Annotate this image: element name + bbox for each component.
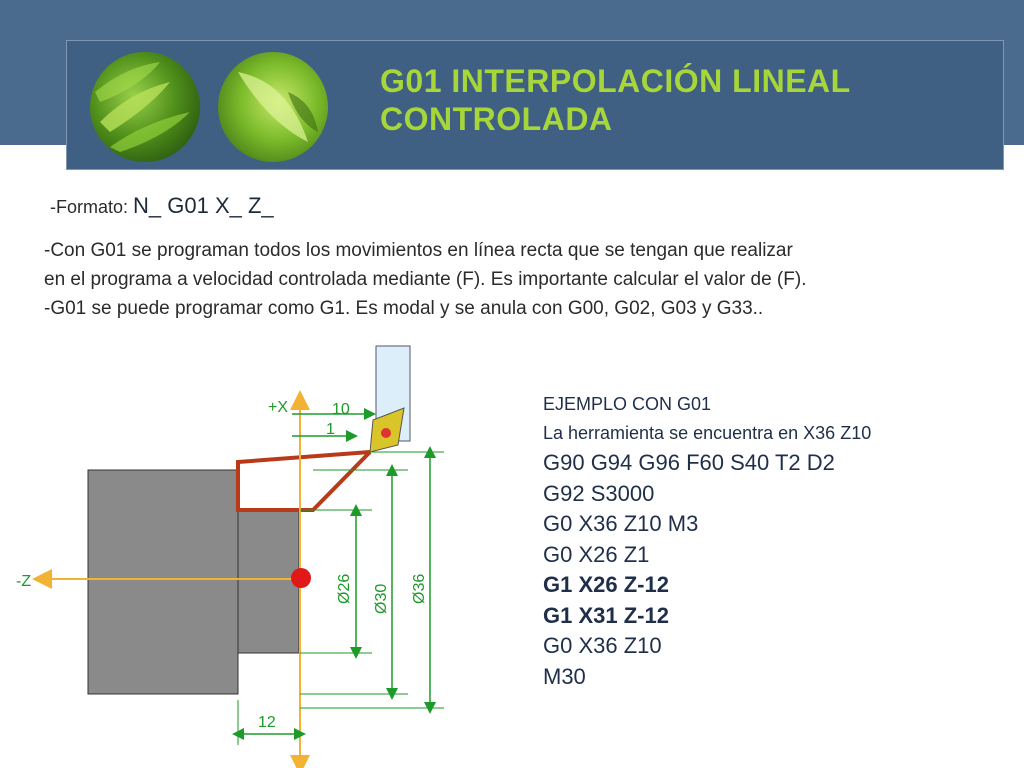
title-line-2: CONTROLADA (380, 101, 613, 137)
lathe-diagram: +X -Z 10 1 12 Ø26 Ø30 Ø36 (16, 345, 444, 768)
d30-label: Ø30 (373, 584, 390, 614)
d36-label: Ø36 (411, 574, 428, 604)
program-subheading: La herramienta se encuentra en X36 Z10 (543, 423, 872, 443)
page-title: G01 INTERPOLACIÓN LINEAL CONTROLADA (380, 62, 980, 138)
program-heading: EJEMPLO CON G01 (543, 394, 712, 414)
minus-z-label: -Z (16, 573, 31, 590)
program-zero-point (291, 568, 311, 588)
description-line: en el programa a velocidad controlada me… (44, 269, 807, 290)
workpiece-stock (87, 469, 239, 695)
program-line: G0 X36 Z10 M3 (543, 511, 699, 536)
leaf-image-2 (218, 52, 328, 162)
format-line: -Formato: N_ G01 X_ Z_ (50, 193, 274, 219)
program-line: G0 X36 Z10 (543, 633, 662, 658)
description-line: -G01 se puede programar como G1. Es moda… (44, 298, 764, 319)
d26-label: Ø26 (336, 574, 353, 604)
program-line-highlight: G1 X26 Z-12 (543, 572, 669, 597)
tool-tip-point (381, 428, 391, 438)
cnc-program: EJEMPLO CON G01 La herramienta se encuen… (543, 390, 871, 692)
format-code: N_ G01 X_ Z_ (133, 193, 274, 218)
workpiece-turned-section (237, 509, 300, 654)
dim-12-label: 12 (258, 714, 276, 731)
program-line: G90 G94 G96 F60 S40 T2 D2 (543, 450, 835, 475)
plus-x-label: +X (268, 399, 288, 416)
program-line: G92 S3000 (543, 480, 655, 506)
dim-1-label: 1 (326, 421, 335, 438)
description: -Con G01 se programan todos los movimien… (44, 236, 984, 323)
program-line: M30 (543, 663, 586, 689)
title-line-1: G01 INTERPOLACIÓN LINEAL (380, 63, 851, 99)
dim-10-label: 10 (332, 401, 350, 418)
program-line: G0 X26 Z1 (543, 541, 650, 567)
program-line-highlight: G1 X31 Z-12 (543, 602, 669, 628)
format-label: -Formato: (50, 197, 134, 217)
tool-path (236, 450, 372, 512)
leaf-image-1 (90, 52, 200, 162)
description-line: -Con G01 se programan todos los movimien… (44, 240, 793, 261)
